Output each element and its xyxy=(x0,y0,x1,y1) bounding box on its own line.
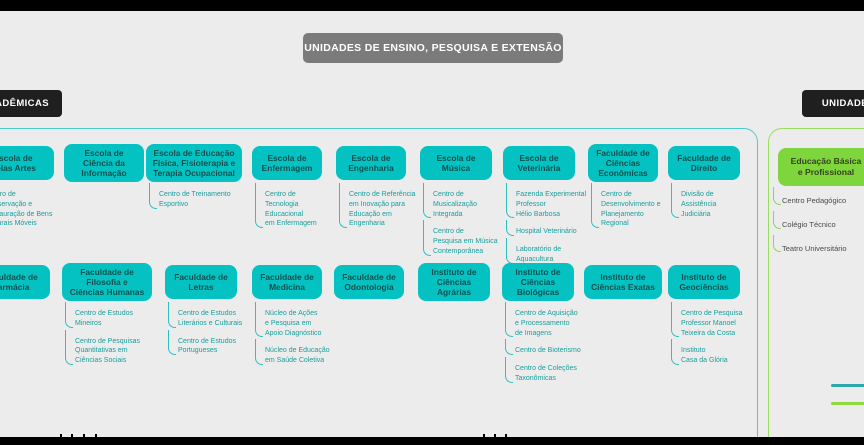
subunit: Divisão de Assistência Judiciária xyxy=(668,182,716,219)
cut-off-text-artifact xyxy=(494,434,496,437)
subunit: Centro de Tecnologia Educacional em Enfe… xyxy=(252,182,317,229)
subunit: Centro de Pesquisa Professor Manoel Teix… xyxy=(668,301,742,338)
academic-unit-row1-2: Escola de Ciência da Informação xyxy=(64,141,144,189)
cut-off-text-artifact xyxy=(95,434,97,437)
cut-off-text-artifact xyxy=(505,434,507,437)
subunit: Instituto Casa da Glória xyxy=(668,339,728,366)
unit-box: Escola de Música xyxy=(420,146,492,180)
subunit: Centro de Musicalização Integrada xyxy=(420,182,477,219)
special-unit-column: Educação Básica e Profissional Centro Pe… xyxy=(765,148,864,266)
legend-academic-line xyxy=(831,384,864,387)
academic-unit-row2-1: Faculdade de Farmácia xyxy=(0,260,50,308)
academic-unit-row2-5: Faculdade de Odontologia xyxy=(334,260,404,308)
subunit: Centro de Coleções Taxonômicas xyxy=(502,357,577,384)
special-unit-box: Educação Básica e Profissional xyxy=(778,148,864,186)
letterbox-bottom xyxy=(0,437,864,445)
header-unidades-academicas-label: UNIDADES ACADÊMICAS xyxy=(0,98,49,109)
header-unidades-especiais: UNIDADES ESPECIAIS xyxy=(802,90,864,117)
unit-box: Instituto de Ciências Exatas xyxy=(584,265,662,299)
subunit: Núcleo de Educação em Saúde Coletiva xyxy=(252,339,330,366)
unit-box: Faculdade de Filosofia e Ciências Humana… xyxy=(62,262,152,302)
cut-off-text-artifact xyxy=(83,434,85,437)
unit-box: Faculdade de Ciências Econômicas xyxy=(588,143,658,183)
unit-box: Instituto de Ciências Biológicas xyxy=(502,262,574,302)
unit-box: Faculdade de Letras xyxy=(165,265,237,299)
unit-box: Faculdade de Odontologia xyxy=(334,265,404,299)
unit-box: Instituto de Ciências Agrárias xyxy=(418,262,490,302)
legend-special-line xyxy=(831,402,864,405)
unit-box: Escola de Belas Artes xyxy=(0,146,54,180)
special-unit-label: Educação Básica e Profissional xyxy=(790,156,862,177)
header-unidades-especiais-label: UNIDADES ESPECIAIS xyxy=(821,98,864,109)
subunit: Núcleo de Ações e Pesquisa em Apoio Diag… xyxy=(252,301,321,338)
subunit: Centro de Bioterismo xyxy=(502,339,581,356)
cut-off-text-artifact xyxy=(483,434,485,437)
subunit: Centro de Estudos Mineiros xyxy=(62,302,133,329)
academic-units-container xyxy=(0,128,758,445)
subunit: Hospital Veterinário xyxy=(503,220,577,237)
unit-box: Escola de Educação Física, Fisioterapia … xyxy=(146,143,242,183)
special-units-container xyxy=(768,128,864,445)
special-subunit: Teatro Universitário xyxy=(765,234,847,254)
academic-unit-row1-3: Escola de Educação Física, Fisioterapia … xyxy=(146,141,242,217)
unit-box: Escola de Ciência da Informação xyxy=(64,143,144,183)
academic-unit-row2-8: Instituto de Ciências Exatas xyxy=(584,260,662,308)
cut-off-text-artifact xyxy=(60,434,62,437)
unit-box: Faculdade de Direito xyxy=(668,146,740,180)
letterbox-top xyxy=(0,0,864,11)
special-subunit: Colégio Técnico xyxy=(765,210,836,230)
academic-unit-row2-2: Faculdade de Filosofia e Ciências Humana… xyxy=(62,260,152,373)
unit-box: Instituto de Geociências xyxy=(668,265,740,299)
subunit: Centro de Conservação e Restauração de B… xyxy=(0,189,52,229)
header-unidades-academicas: UNIDADES ACADÊMICAS xyxy=(0,90,62,117)
chart-title-label: UNIDADES DE ENSINO, PESQUISA E EXTENSÃO xyxy=(304,42,562,54)
subunit: Centro de Estudos Literários e Culturais xyxy=(165,302,242,329)
subunit: Centro de Treinamento Esportivo xyxy=(146,183,231,210)
subunit: Centro de Aquisição e Processamento de I… xyxy=(502,301,578,338)
special-subunit: Centro Pedagógico xyxy=(765,187,846,206)
unit-box: Escola de Veterinária xyxy=(503,146,575,180)
unit-box: Escola de Engenharia xyxy=(336,146,406,180)
subunit: Fazenda Experimental Professor Hélio Bar… xyxy=(503,182,586,219)
unit-box: Escola de Enfermagem xyxy=(252,146,322,180)
subunit: Centro de Pesquisa em Música Contemporân… xyxy=(420,220,498,257)
cut-off-text-artifact xyxy=(71,434,73,437)
chart-title: UNIDADES DE ENSINO, PESQUISA E EXTENSÃO xyxy=(303,33,563,63)
academic-unit-row2-6: Instituto de Ciências Agrárias xyxy=(418,260,490,308)
subunit: Centro de Pesquisas Quantitativas em Ciê… xyxy=(62,329,140,366)
unit-box: Faculdade de Medicina xyxy=(252,265,322,299)
subunit: Centro de Referência em Inovação para Ed… xyxy=(336,182,416,229)
subunit: Centro de Estudos Portugueses xyxy=(165,329,236,357)
subunit: Centro de Desenvolvimento e Planejamento… xyxy=(588,182,661,229)
academic-unit-row1-1: Escola de Belas ArtesCentro de Conservaç… xyxy=(0,141,54,236)
unit-box: Faculdade de Farmácia xyxy=(0,265,50,299)
